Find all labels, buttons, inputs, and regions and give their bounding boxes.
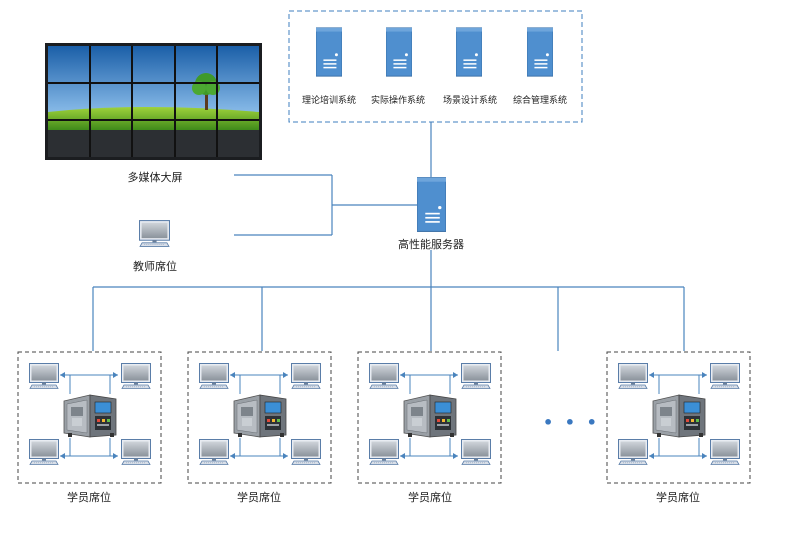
student-pc-icon xyxy=(199,438,229,466)
arrow-head-icon xyxy=(283,453,288,459)
group-label: 学员席位 xyxy=(408,491,452,504)
training-cabinet-icon xyxy=(233,394,287,438)
connection-lines xyxy=(92,122,685,351)
arrow-head-icon xyxy=(649,453,654,459)
student-pc-icon xyxy=(618,438,648,466)
system-server-icon xyxy=(527,27,553,77)
arrow-head-icon xyxy=(113,453,118,459)
student-pc-icon xyxy=(618,362,648,390)
system-label: 场景设计系统 xyxy=(442,96,498,106)
server-label: 高性能服务器 xyxy=(398,238,464,251)
training-cabinet-icon xyxy=(652,394,706,438)
system-label: 理论培训系统 xyxy=(301,96,357,106)
training-cabinet-icon xyxy=(403,394,457,438)
ellipsis: • • • xyxy=(543,413,600,432)
student-station-group xyxy=(17,351,162,484)
system-label: 综合管理系统 xyxy=(512,96,568,106)
student-pc-icon xyxy=(29,438,59,466)
student-station-group xyxy=(606,351,751,484)
student-pc-icon xyxy=(121,438,151,466)
arrow-head-icon xyxy=(113,372,118,378)
system-server-icon xyxy=(456,27,482,77)
group-box xyxy=(357,351,502,484)
arrow-head-icon xyxy=(649,372,654,378)
student-pc-icon xyxy=(710,438,740,466)
arrow-head-icon xyxy=(400,453,405,459)
arrow-head-icon xyxy=(702,453,707,459)
systems-box xyxy=(288,10,583,123)
system-server-icon xyxy=(386,27,412,77)
group-box xyxy=(187,351,332,484)
arrow-head-icon xyxy=(283,372,288,378)
arrow-head-icon xyxy=(60,453,65,459)
arrow-head-icon xyxy=(60,372,65,378)
arrow-head-icon xyxy=(230,453,235,459)
arrow-head-icon xyxy=(230,372,235,378)
screen-label: 多媒体大屏 xyxy=(127,171,183,184)
arrow-head-icon xyxy=(453,453,458,459)
group-label: 学员席位 xyxy=(237,491,281,504)
student-pc-icon xyxy=(29,362,59,390)
student-pc-icon xyxy=(291,438,321,466)
student-pc-icon xyxy=(461,362,491,390)
student-pc-icon xyxy=(710,362,740,390)
group-label: 学员席位 xyxy=(656,491,700,504)
training-cabinet-icon xyxy=(63,394,117,438)
teacher-pc-icon xyxy=(139,219,170,248)
system-label: 实际操作系统 xyxy=(370,96,426,106)
arrow-head-icon xyxy=(453,372,458,378)
student-pc-icon xyxy=(461,438,491,466)
arrow-head-icon xyxy=(702,372,707,378)
student-station-group xyxy=(187,351,332,484)
group-box xyxy=(606,351,751,484)
student-pc-icon xyxy=(291,362,321,390)
main-server-icon xyxy=(417,177,446,232)
teacher-label: 教师席位 xyxy=(133,260,177,273)
video-wall-icon xyxy=(45,43,262,160)
student-pc-icon xyxy=(199,362,229,390)
student-station-group xyxy=(357,351,502,484)
student-pc-icon xyxy=(369,438,399,466)
student-pc-icon xyxy=(121,362,151,390)
student-pc-icon xyxy=(369,362,399,390)
group-box xyxy=(17,351,162,484)
group-label: 学员席位 xyxy=(67,491,111,504)
arrow-head-icon xyxy=(400,372,405,378)
system-server-icon xyxy=(316,27,342,77)
